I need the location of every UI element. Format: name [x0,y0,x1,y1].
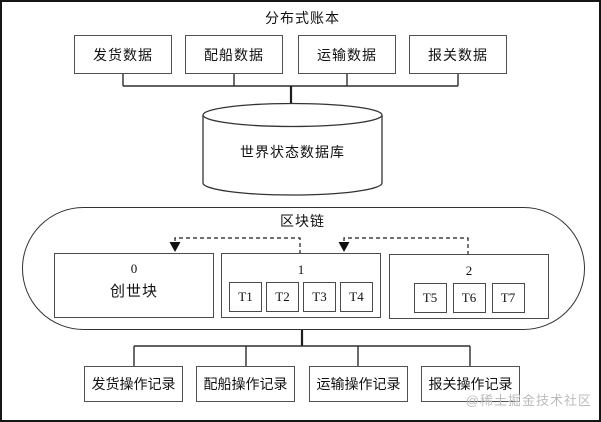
block-0-number: 0 [130,261,138,276]
transport-ops-record-box: 运输操作记录 [309,366,408,402]
transaction-label: T6 [461,290,477,305]
customs-ops-record-box: 报关操作记录 [421,366,520,402]
stowage-ops-record-box: 配船操作记录 [196,366,295,402]
transaction-box: T1 [229,282,262,312]
transport-ops-record-label: 运输操作记录 [316,378,401,393]
stowage-data-box: 配船数据 [185,35,283,74]
transport-data-box: 运输数据 [298,35,396,74]
shipping-data-label: 发货数据 [93,48,153,64]
customs-ops-record-label: 报关操作记录 [428,378,513,393]
block2-to-block1-arrow [338,237,469,255]
transaction-box: T2 [266,282,299,312]
transaction-label: T2 [275,289,290,304]
database-cylinder [202,102,383,196]
shipping-ops-record-box: 发货操作记录 [84,366,183,402]
customs-data-box: 报关数据 [409,35,507,74]
block1-to-block0-arrow [169,237,301,254]
transaction-box: T3 [303,282,336,312]
block-2: 2 T5 T6 T7 [389,254,549,319]
diagram-title: 分布式账本 [265,12,340,27]
block-2-number: 2 [465,263,473,278]
genesis-block-label: 创世块 [109,284,158,300]
transaction-label: T7 [500,290,516,305]
transport-data-label: 运输数据 [317,48,377,64]
transaction-label: T1 [238,289,253,304]
bottom-box-stub-lines [133,346,471,366]
blockchain-label: 区块链 [280,215,325,230]
stowage-ops-record-label: 配船操作记录 [203,378,288,393]
transaction-label: T4 [349,289,364,304]
block-1-number: 1 [297,262,305,277]
watermark: @稀土掘金技术社区 [465,393,592,408]
customs-data-label: 报关数据 [428,48,488,64]
block-1-transactions: T1 T2 T3 T4 [222,282,380,312]
transaction-box: T7 [491,283,525,313]
top-box-stub-lines [122,74,459,86]
shipping-data-box: 发货数据 [74,35,172,74]
arrowhead-icon [338,242,350,252]
world-state-database-label: 世界状态数据库 [240,146,345,161]
block-1: 1 T1 T2 T3 T4 [221,253,381,318]
block-0-genesis: 0 创世块 [54,253,214,318]
transaction-box: T6 [452,283,486,313]
shipping-ops-record-label: 发货操作记录 [91,378,176,393]
arrowhead-icon [169,242,181,252]
stowage-data-label: 配船数据 [204,48,264,64]
transaction-box: T4 [340,282,373,312]
transaction-label: T5 [422,290,438,305]
transaction-label: T3 [312,289,327,304]
blockchain-container [22,207,585,330]
transaction-box: T5 [413,283,447,313]
block-2-transactions: T5 T6 T7 [390,283,548,313]
